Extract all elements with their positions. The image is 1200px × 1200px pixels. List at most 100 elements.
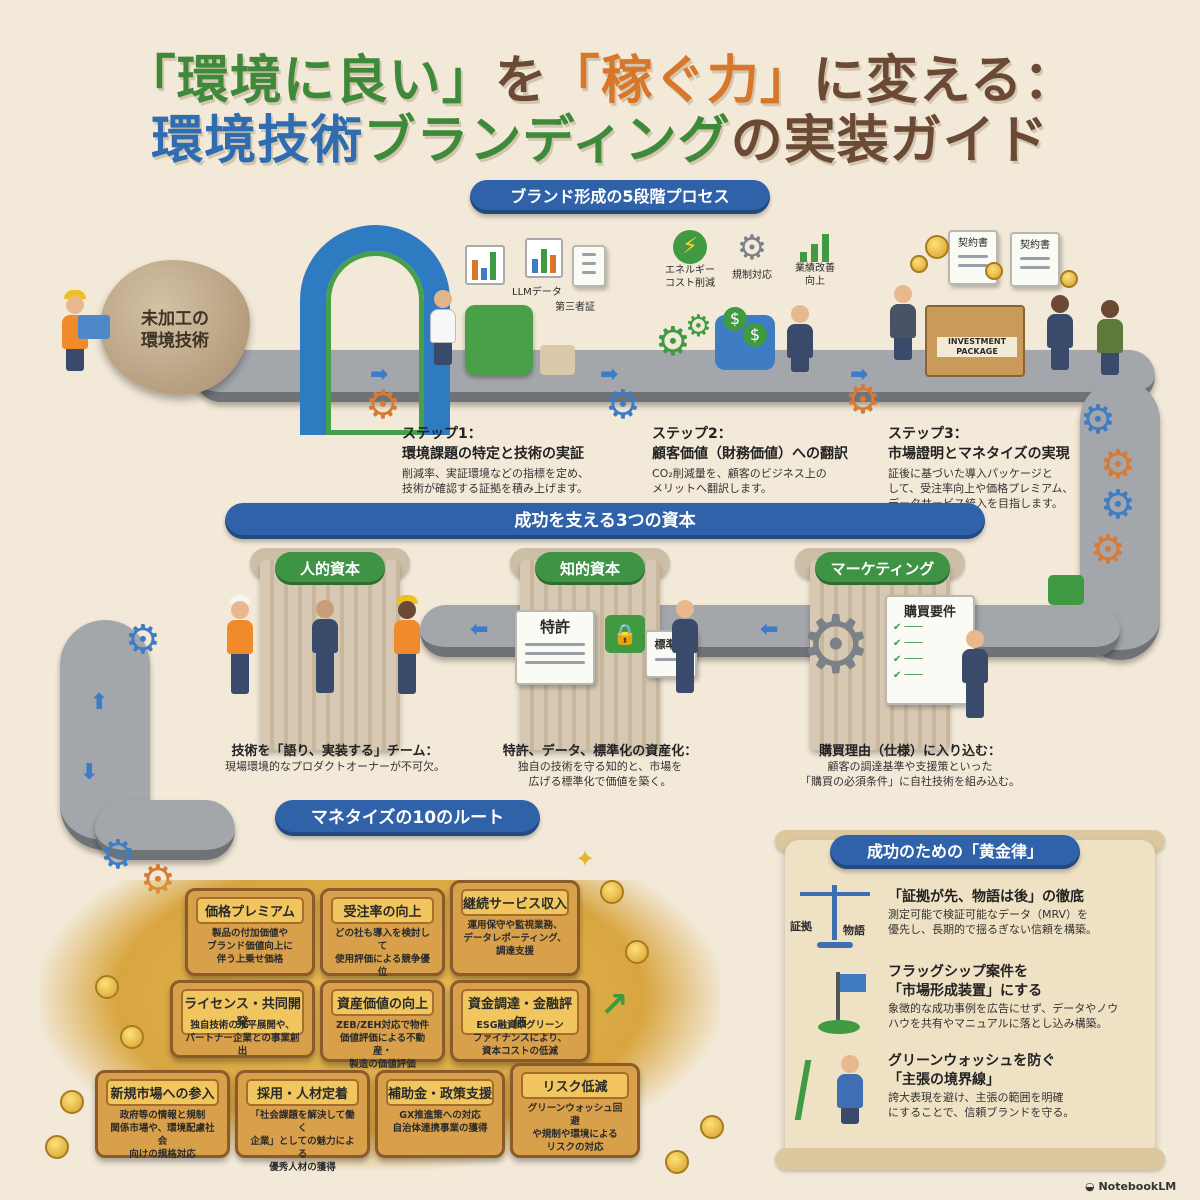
investment-box: INVESTMENT PACKAGE xyxy=(925,305,1025,377)
step-3-head: ステップ3： 市場證明とマネタイズの実現 xyxy=(888,426,1070,462)
route-title: 新規市場への参入 xyxy=(106,1079,219,1106)
route-body: 政府等の情報と規制 関係市場や、環境配慮社会 向けの規格対応 xyxy=(110,1110,215,1160)
coin-icon xyxy=(625,940,649,964)
contract-doc-icon: 契約書 xyxy=(948,230,998,285)
title-line-1: 「環境に良い」を「稼ぐ力」に変える： xyxy=(0,38,1200,113)
rule-1-head: 「証拠が先、物語は後」の徹底 xyxy=(888,889,1084,905)
step-3-body: 証後に基づいた導入パッケージと して、受注率向上や価格プレミアム、 データサービ… xyxy=(888,467,1074,510)
rock-label: 未加工の 環境技術 xyxy=(115,308,235,352)
blueprint-icon xyxy=(78,315,110,339)
coin-icon xyxy=(600,880,624,904)
lightning-icon: ⚡ xyxy=(673,230,707,264)
bottom-left-conveyor xyxy=(95,800,235,860)
step-3-text: ステップ3： 市場證明とマネタイズの実現 証後に基づいた導入パッケージと して、… xyxy=(888,423,1088,511)
route-body: 製品の付加価値や ブランド価値向上に 伴う上乗せ価格 xyxy=(207,928,293,965)
boundary-person-figure xyxy=(835,1055,865,1124)
notebooklm-logo-icon: ◒ xyxy=(1085,1180,1099,1193)
capital-1-body: 現場環境的なプロダクトオーナーが不可欠。 xyxy=(225,760,445,773)
coin-icon xyxy=(665,1150,689,1174)
footer-brand: ◒ NotebookLM xyxy=(1085,1180,1176,1193)
coin-icon xyxy=(910,255,928,273)
presenter-figure xyxy=(888,285,918,360)
route-body: GX推進策への対応 自治体連携事業の獲得 xyxy=(392,1110,488,1134)
process-heading: ブランド形成の5段階プロセス xyxy=(470,180,770,214)
capital-label-human: 人的資本 xyxy=(275,552,385,585)
rule-1: 「証拠が先、物語は後」の徹底 測定可能で検証可能なデータ（MRV）を 優先し、長… xyxy=(888,888,1148,937)
improvement-label: 業績改善 向上 xyxy=(795,263,835,287)
scale-right-label: 物語 xyxy=(843,924,865,937)
gear-icon: ⚙ xyxy=(736,228,768,268)
route-title: 受注率の向上 xyxy=(331,897,434,924)
route-chest: 採用・人材定着 「社会課題を解決して働く 企業」としての魅力による 優秀人材の獲… xyxy=(235,1070,370,1173)
route-title: 資金調達・金融評価 xyxy=(461,989,579,1035)
capital-label-intellectual: 知的資本 xyxy=(535,552,645,585)
capital-1-caption: 技術を「語り、実装する」チーム： 現場環境的なプロダクトオーナーが不可欠。 xyxy=(205,740,465,774)
rule-3: グリーンウォッシュを防ぐ 「主張の境界線」 誇大表現を避け、主張の範囲を明確 に… xyxy=(888,1052,1148,1120)
route-title: 採用・人材定着 xyxy=(246,1079,359,1106)
capital-2-caption: 特許、データ、標準化の資産化： 独自の技術を守る知的と、市場を 広げる標準化で価… xyxy=(480,740,720,789)
coin-icon xyxy=(120,1025,144,1049)
lock-icon: 🔒 xyxy=(605,615,645,653)
scale-icon xyxy=(795,880,875,950)
route-body: 「社会課題を解決して働く 企業」としての魅力による 優秀人材の獲得 xyxy=(250,1110,355,1173)
engineer-figure xyxy=(60,290,90,371)
scale-left-label: 証拠 xyxy=(790,920,812,933)
gear-icon: ⚙ xyxy=(800,598,872,691)
cheering-figure xyxy=(1095,300,1125,375)
rule-1-body: 測定可能で検証可能なデータ（MRV）を 優先し、長期的で揺るぎない信頼を構築。 xyxy=(888,908,1097,936)
worker-figure xyxy=(225,595,255,694)
route-chest: 資産価値の向上 ZEB/ZEH対応で物件 価値評価による不動産・ 製造の価値評価 xyxy=(320,980,445,1070)
route-body: 独自技術の水平展開や、 パートナー企業との事業創出 xyxy=(185,1020,300,1057)
coin-icon xyxy=(985,262,1003,280)
route-chest: 受注率の向上 どの社も導入を検討して 使用評価による競争優位 xyxy=(320,888,445,978)
title-part-change: に変える： xyxy=(812,51,1077,111)
lab-tray-icon xyxy=(540,345,575,375)
regulation-icon-box: ⚙ 規制対応 xyxy=(722,230,782,281)
gear-icon: ⚙ xyxy=(100,832,136,878)
gear-icon: ⚙ xyxy=(1100,482,1136,528)
purchase-requirements-doc: 購買要件 ✔ ───✔ ───✔ ───✔ ─── xyxy=(885,595,975,705)
route-body: ESG融資やグリーン ファイナンスにより、 資本コストの低減 xyxy=(472,1020,568,1057)
capital-3-body: 顧客の調達基準や支援策といった 「購買の必須条件」に自社技術を組み込む。 xyxy=(800,760,1020,788)
capital-3-caption: 購買理由（仕様）に入り込む： 顧客の調達基準や支援策といった 「購買の必須条件」… xyxy=(760,740,1060,789)
rock-label-text: 未加工の 環境技術 xyxy=(141,309,209,351)
coin-icon xyxy=(45,1135,69,1159)
capital-1-head: 技術を「語り、実装する」チーム： xyxy=(231,744,439,759)
purchase-requirements-label: 購買要件 xyxy=(903,605,956,620)
route-chest: 継続サービス収入 運用保守や監視業務、 データレポーティング、 調達支援 xyxy=(450,880,580,976)
title-part-branding: ブランディング xyxy=(363,111,731,171)
bar-chart-icon xyxy=(525,238,563,278)
rule-2-head: フラッグシップ案件を 「市場形成装置」にする xyxy=(888,964,1043,999)
regulation-label: 規制対応 xyxy=(732,270,772,281)
route-title: 資産価値の向上 xyxy=(331,989,434,1016)
coin-icon xyxy=(60,1090,84,1114)
step-2-text: ステップ2： 顧客価値（財務価値）への翻訳 CO₂削減量を、顧客のビジネス上の … xyxy=(652,423,882,496)
step-1-body: 削減率、実証環境などの指標を定め、 技術が確認する証拠を積み上げます。 xyxy=(402,467,589,495)
capital-3-head: 購買理由（仕様）に入り込む： xyxy=(818,744,1001,759)
checkmark-icon: ✔ ───✔ ───✔ ───✔ ─── xyxy=(893,622,923,681)
contract-doc-icon: 契約書 xyxy=(1010,232,1060,287)
monetize-heading: マネタイズの10のルート xyxy=(275,800,540,836)
title-line-2: 環境技術ブランディングの実装ガイド xyxy=(0,98,1200,173)
route-chest: 価格プレミアム 製品の付加価値や ブランド価値向上に 伴う上乗せ価格 xyxy=(185,888,315,976)
contract-label: 契約書 xyxy=(958,238,988,249)
green-tech-block xyxy=(465,305,533,375)
raw-tech-rock xyxy=(100,260,250,395)
belt-arrow-7: ⬇ xyxy=(80,760,99,785)
capitals-heading: 成功を支える3つの資本 xyxy=(225,503,985,539)
coin-icon xyxy=(925,235,949,259)
energy-label: エネルギー コスト削減 xyxy=(665,265,715,289)
title-part-earn: 「稼ぐ力」 xyxy=(547,51,813,111)
step-1-text: ステップ1： 環境課題の特定と技術の実証 削減率、実証環境などの指標を定め、 技… xyxy=(402,423,642,496)
scroll-roll-bottom xyxy=(775,1148,1165,1170)
llm-data-label: LLMデータ xyxy=(512,287,562,298)
route-chest: リスク低減 グリーンウォッシュ回避 や規制や環境による リスクの対応 xyxy=(510,1063,640,1158)
cheering-figure xyxy=(1045,295,1075,370)
bar-chart-icon xyxy=(465,245,505,285)
gear-icon: ⚙ xyxy=(605,382,641,428)
gear-icon: ⚙ xyxy=(125,617,161,663)
belt-arrow-2: ➡ xyxy=(600,362,619,387)
worker-figure xyxy=(392,595,422,694)
sparkle-icon: ✦ xyxy=(575,845,596,873)
green-box-icon xyxy=(1048,575,1084,605)
